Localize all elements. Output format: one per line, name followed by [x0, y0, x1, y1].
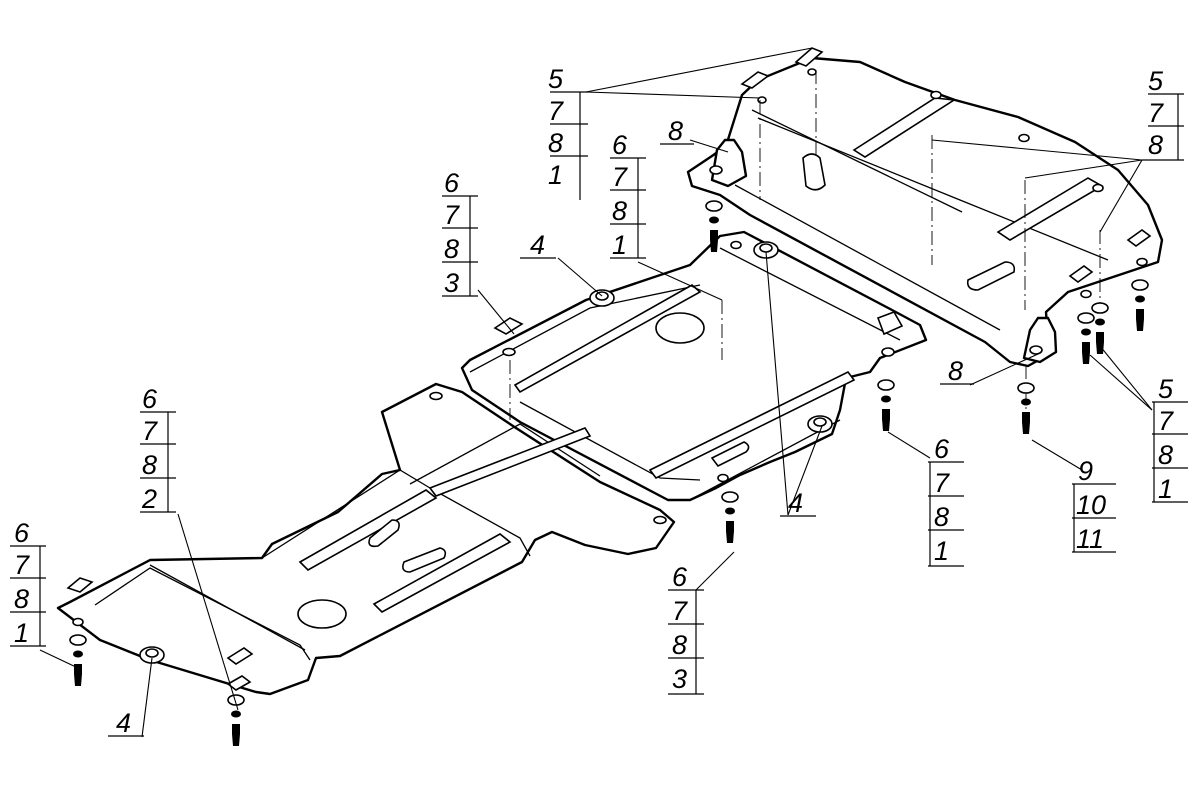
fastener-stack [69, 634, 87, 686]
callout-c10: 8 [940, 356, 974, 386]
fastener-stack [1017, 382, 1035, 434]
flat-washer [721, 491, 739, 503]
bolt [1096, 332, 1104, 354]
callout-c11: 5 7 8 1 [1152, 374, 1188, 504]
fastener-stack [721, 491, 739, 543]
callout-c5-label-0: 6 [444, 168, 460, 198]
leader-lines [39, 47, 1153, 738]
callout-c5-label-2: 8 [444, 234, 459, 264]
flat-washer [705, 200, 723, 212]
callout-c11-label-0: 5 [1158, 374, 1174, 404]
callout-c2-label-0: 5 [1148, 66, 1164, 96]
callout-c4-label-0: 6 [612, 130, 628, 160]
lock-washer [1135, 295, 1145, 303]
callout-c3-label-0: 8 [668, 116, 683, 146]
callout-c11-label-2: 8 [1158, 440, 1173, 470]
callout-c6: 4 [520, 230, 556, 260]
callout-c4-label-1: 7 [612, 162, 628, 192]
callout-c15-label-3: 3 [672, 664, 687, 694]
bolt [882, 409, 890, 431]
callout-c13: 6 7 8 1 [928, 434, 964, 567]
bolt [1022, 412, 1030, 434]
callout-c2-label-2: 8 [1148, 130, 1163, 160]
callout-c5: 6 7 8 3 [442, 168, 478, 298]
callout-c11-label-3: 1 [1158, 474, 1173, 504]
flat-washer [1077, 312, 1095, 324]
callout-c7-label-1: 7 [142, 416, 158, 446]
lock-washer [881, 395, 891, 403]
bolt [1082, 342, 1090, 364]
lock-washer [1081, 328, 1091, 336]
callout-c7: 6 7 8 2 [140, 384, 176, 514]
callout-c7-label-2: 8 [142, 450, 157, 480]
bolt [726, 521, 734, 543]
callout-c13-label-1: 7 [934, 468, 950, 498]
callout-c1-label-2: 8 [548, 128, 563, 158]
callout-c13-label-0: 6 [934, 434, 950, 464]
rear-tank-guard [56, 382, 676, 696]
callout-c4: 6 7 8 1 [610, 130, 646, 260]
flat-washer [69, 634, 87, 646]
callout-c7-label-3: 2 [141, 484, 157, 514]
front-engine-guard [686, 47, 1164, 368]
callout-c8-label-0: 6 [14, 518, 30, 548]
callout-c12-label-2: 11 [1076, 524, 1104, 554]
center-axis-lines [509, 70, 1101, 420]
callout-c1-label-3: 1 [548, 160, 563, 190]
callout-c6-label-0: 4 [530, 230, 545, 260]
flat-washer [1017, 382, 1035, 394]
callout-c3: 8 [660, 116, 694, 146]
bolt [710, 230, 718, 252]
fastener-stack [877, 379, 895, 431]
flat-washer [1131, 279, 1149, 291]
callout-c5-label-3: 3 [444, 268, 459, 298]
callout-c2-label-1: 7 [1148, 98, 1164, 128]
lock-washer [725, 507, 735, 515]
callout-c1: 5 7 8 1 [548, 64, 588, 200]
callout-c12-label-1: 10 [1076, 490, 1106, 520]
lock-washer [73, 650, 83, 658]
fastener-stack [1077, 312, 1095, 364]
callout-c11-label-1: 7 [1158, 406, 1174, 436]
callout-c15-label-2: 8 [672, 630, 687, 660]
callout-c9-label-0: 4 [116, 708, 131, 738]
callout-c14-label-0: 4 [788, 488, 803, 518]
callout-c15: 6 7 8 3 [668, 562, 704, 695]
callout-c1-label-1: 7 [548, 96, 564, 126]
callout-c8-label-1: 7 [14, 550, 30, 580]
lock-washer [231, 710, 241, 718]
bolt [232, 724, 240, 746]
callout-c4-label-2: 8 [612, 196, 627, 226]
lock-washer [1021, 398, 1031, 406]
callout-c9: 4 [108, 708, 144, 738]
flat-washer [877, 379, 895, 391]
callout-c8-label-2: 8 [14, 584, 29, 614]
callout-c10-label-0: 8 [948, 356, 963, 386]
lock-washer [709, 216, 719, 224]
callout-c1-label-0: 5 [548, 64, 564, 94]
callout-c15-label-1: 7 [672, 596, 688, 626]
callout-c7-label-0: 6 [142, 384, 158, 414]
bolt [1136, 309, 1144, 331]
callout-c12: 9 10 11 [1072, 456, 1116, 554]
callout-c4-label-3: 1 [612, 230, 627, 260]
callout-c5-label-1: 7 [444, 200, 460, 230]
fastener-stack [705, 200, 723, 252]
callout-c14: 4 [780, 488, 816, 518]
fastener-stack [227, 694, 245, 746]
flat-washer [1091, 302, 1109, 314]
callout-c2: 5 7 8 [1142, 66, 1184, 161]
fastener-stack [1131, 279, 1149, 331]
callout-c15-label-0: 6 [672, 562, 688, 592]
bolt [74, 664, 82, 686]
callout-c13-label-2: 8 [934, 502, 949, 532]
callout-c8: 6 7 8 1 [10, 518, 46, 648]
callout-c12-label-0: 9 [1078, 456, 1093, 486]
lock-washer [1095, 318, 1105, 326]
callout-c13-label-3: 1 [934, 536, 949, 566]
callout-c8-label-3: 1 [14, 618, 29, 648]
